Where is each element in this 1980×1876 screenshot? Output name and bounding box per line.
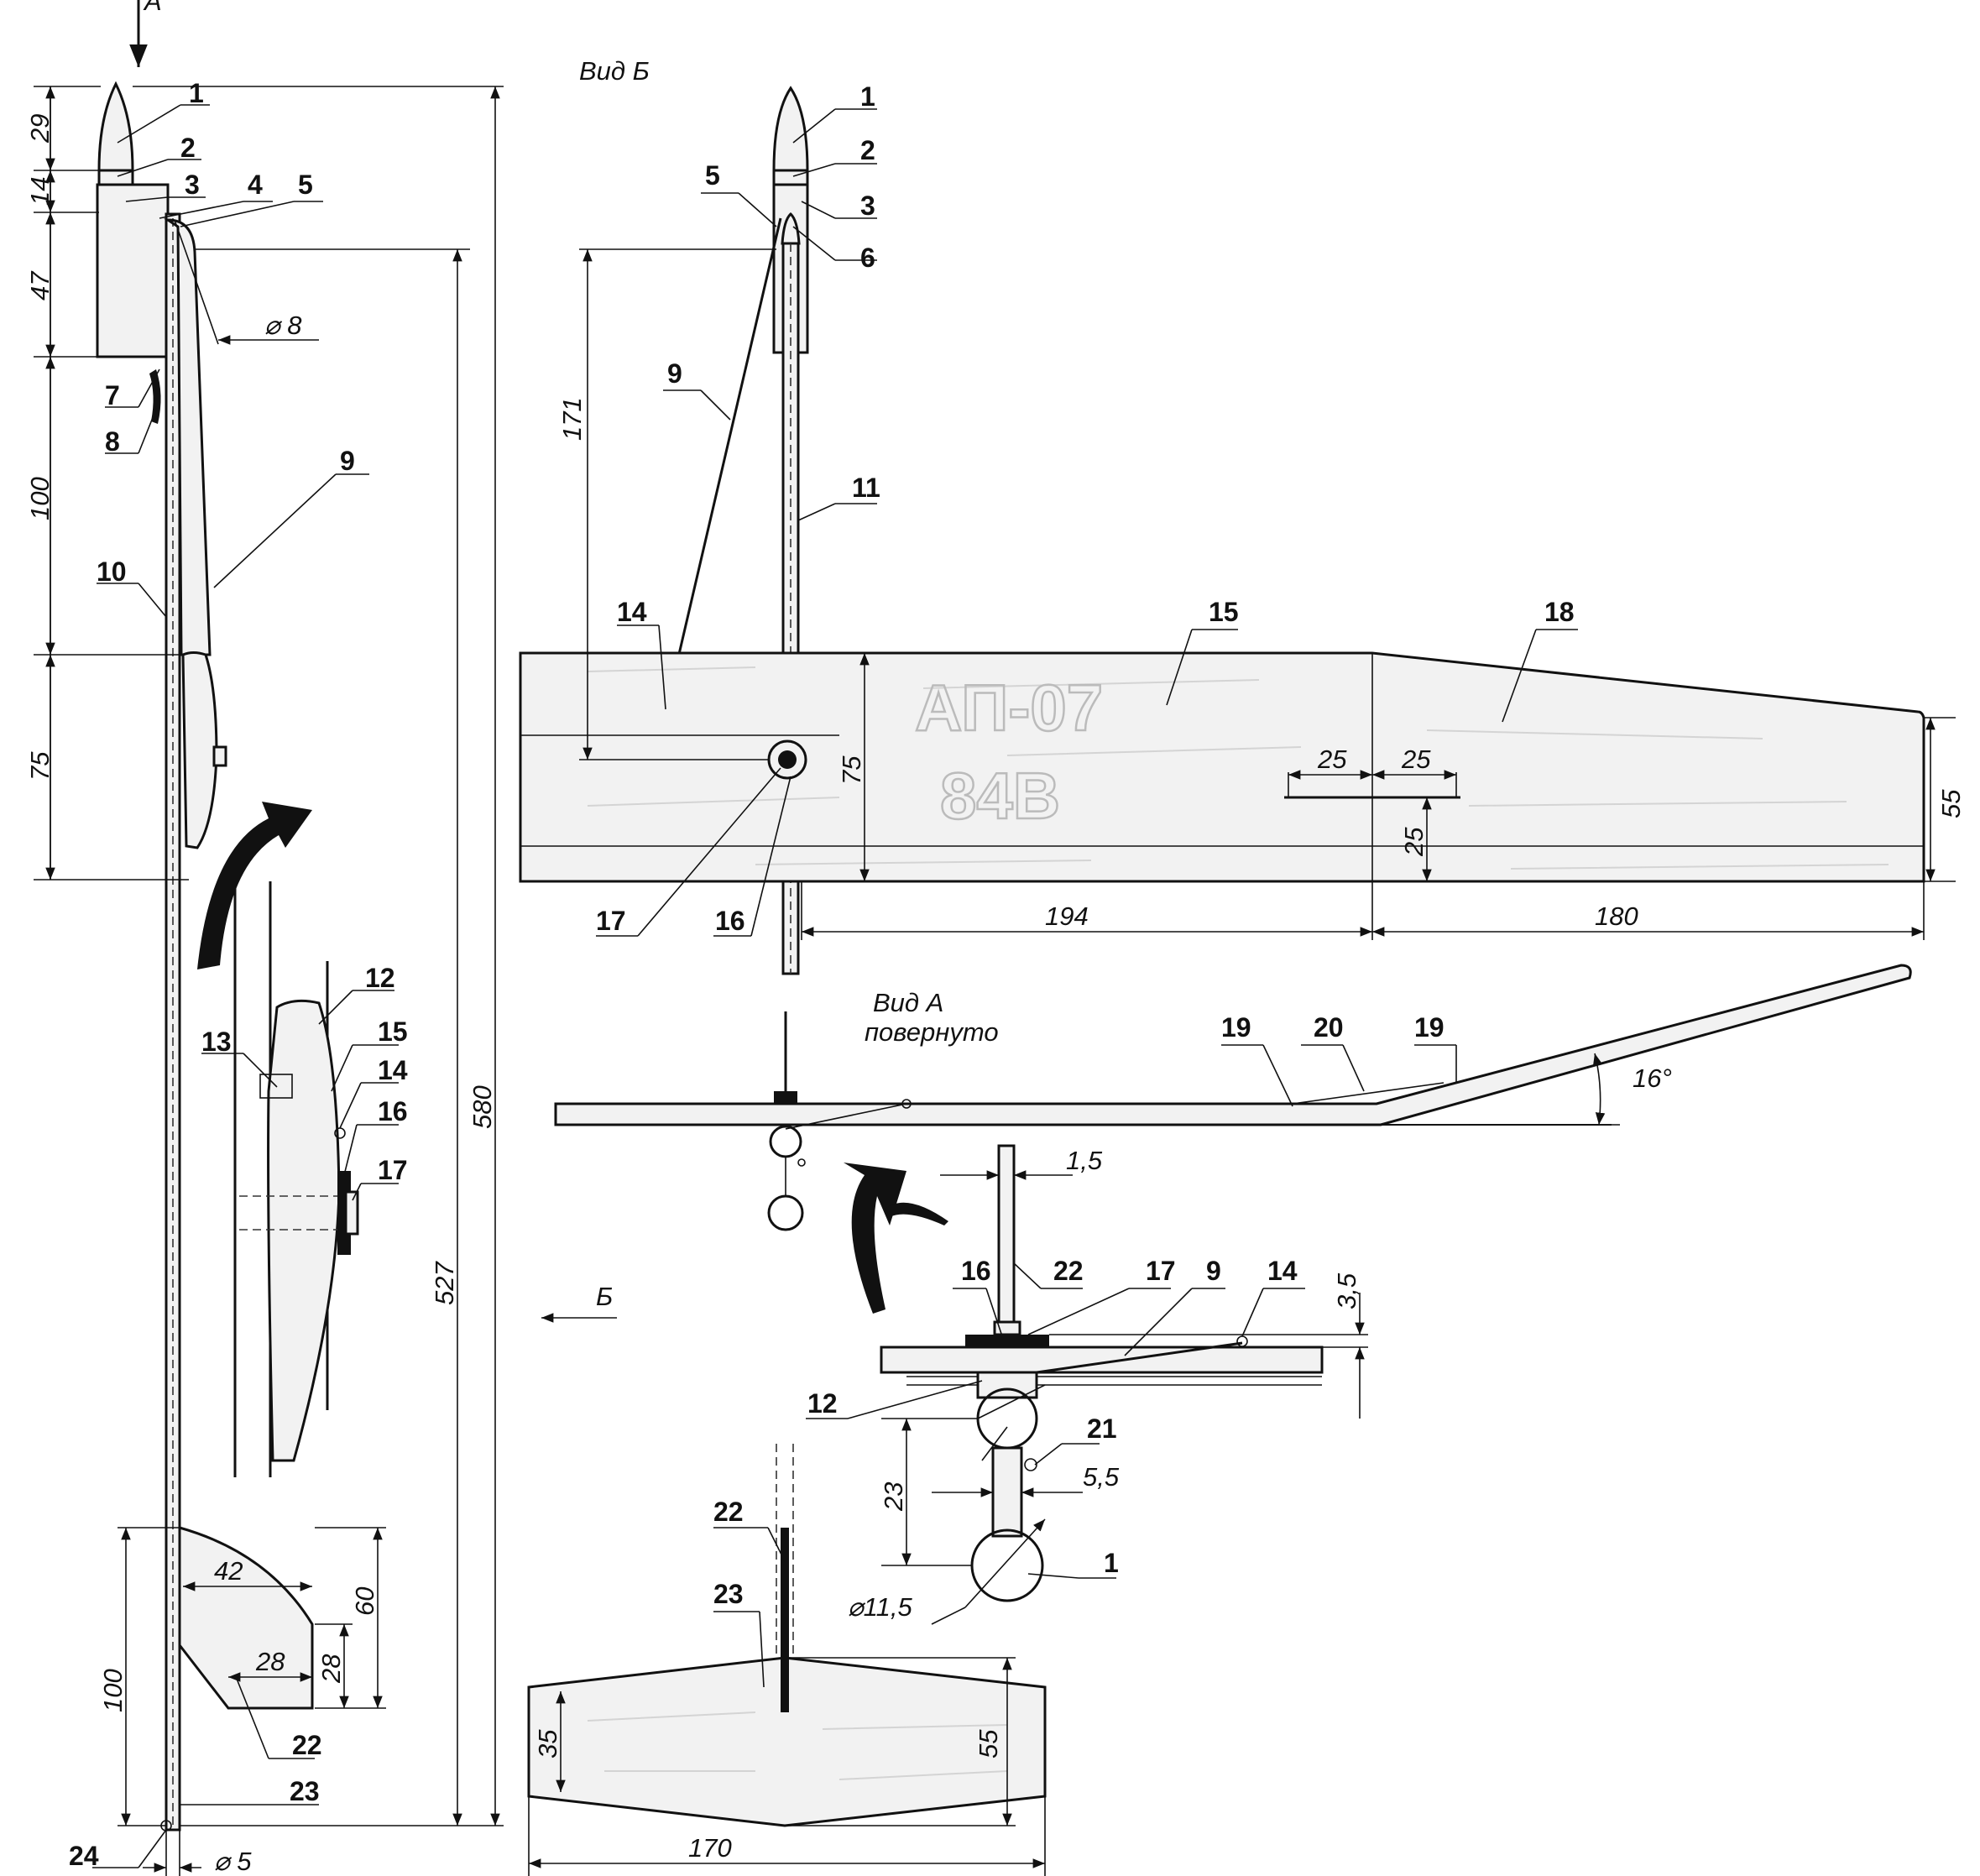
dim-fin-60: 60	[350, 1587, 379, 1616]
part-23-stab: 23	[713, 1579, 744, 1609]
view-a-rotated: Вид А повернуто	[554, 964, 1912, 1314]
part-16-top: 16	[715, 906, 745, 936]
dim-1-5: 1,5	[1066, 1146, 1103, 1175]
view-a-top-label: А	[143, 0, 162, 16]
part-23-side: 23	[290, 1776, 320, 1806]
part-19-b: 19	[1414, 1012, 1445, 1043]
dim-fin-42: 42	[214, 1556, 243, 1586]
part-1-pivot: 1	[1104, 1548, 1119, 1578]
part-17-side: 17	[378, 1155, 408, 1185]
part-5-top: 5	[705, 160, 720, 191]
view-b: Вид Б АП-07 84В	[519, 56, 1956, 975]
wing-top	[519, 651, 1925, 883]
dim-5-5: 5,5	[1083, 1462, 1120, 1492]
part-17-top: 17	[596, 906, 626, 936]
part-24-side: 24	[69, 1841, 99, 1871]
dim-dia-8: ⌀ 8	[264, 311, 302, 340]
dim-3-5: 3,5	[1332, 1272, 1361, 1309]
dim-fin-28-h: 28	[255, 1647, 285, 1676]
dim-580: 580	[468, 1085, 497, 1129]
boom	[165, 212, 181, 1832]
part-7-side: 7	[105, 380, 120, 410]
dim-194: 194	[1045, 901, 1089, 931]
view-a-caption-2: повернуто	[865, 1017, 999, 1047]
dim-29: 29	[25, 114, 55, 144]
part-16-side: 16	[378, 1096, 408, 1126]
part-11-top: 11	[852, 473, 880, 503]
pod-body	[96, 183, 170, 358]
part-4-side: 4	[248, 170, 263, 200]
dim-angle-16: 16°	[1633, 1063, 1672, 1093]
arrow-b-label: Б	[596, 1282, 613, 1311]
dim-100-bottom: 100	[98, 1669, 128, 1712]
nose-top	[772, 86, 809, 172]
dim-25-a: 25	[1317, 745, 1347, 774]
wing-marking-number: 84В	[940, 759, 1060, 833]
part-13-side: 13	[201, 1027, 232, 1057]
part-12-side: 12	[365, 963, 395, 993]
part-3-side: 3	[185, 170, 200, 200]
part-17-pivot: 17	[1146, 1256, 1176, 1286]
part-5-side: 5	[298, 170, 313, 200]
dim-47: 47	[25, 270, 55, 300]
dim-170: 170	[688, 1833, 732, 1863]
detail-wing-section	[267, 999, 341, 1462]
nose-cone	[97, 81, 134, 172]
part-18-top: 18	[1544, 597, 1575, 627]
dim-dia-5: ⌀ 5	[214, 1847, 252, 1876]
dim-23: 23	[879, 1482, 908, 1512]
dim-180: 180	[1595, 901, 1638, 931]
part-10-side: 10	[97, 557, 127, 587]
wing-marking-model: АП-07	[915, 671, 1103, 745]
dim-171: 171	[557, 397, 587, 441]
view-b-caption: Вид Б	[579, 56, 650, 86]
part-15-top: 15	[1209, 597, 1239, 627]
part-22-side: 22	[292, 1730, 322, 1760]
part-15-side: 15	[378, 1016, 408, 1047]
part-14-pivot: 14	[1267, 1256, 1298, 1286]
fin-side	[178, 1526, 314, 1710]
part-22-stab: 22	[713, 1497, 744, 1527]
dim-fin-28-v: 28	[316, 1654, 346, 1684]
stabilizer-top	[527, 1444, 1047, 1876]
part-3-top: 3	[860, 191, 875, 221]
part-21-pivot: 21	[1087, 1414, 1117, 1444]
dim-55-wing: 55	[1936, 789, 1966, 818]
side-view: А	[34, 0, 504, 1876]
dim-527: 527	[430, 1261, 459, 1305]
pivot-detail	[806, 1144, 1368, 1625]
dim-dia-11-5: ⌀11,5	[848, 1592, 912, 1622]
dim-75-side: 75	[25, 751, 55, 781]
part-2-side: 2	[180, 133, 196, 163]
dim-55-stab: 55	[974, 1729, 1003, 1758]
part-20-a: 20	[1314, 1012, 1344, 1043]
dim-25-b: 25	[1401, 745, 1431, 774]
part-9-side: 9	[340, 446, 355, 476]
dim-75-top: 75	[837, 755, 866, 785]
part-14-side: 14	[378, 1055, 408, 1085]
part-22-pivot: 22	[1053, 1256, 1084, 1286]
dim-25-c: 25	[1399, 827, 1429, 857]
part-6-top: 6	[860, 243, 875, 273]
part-16-pivot: 16	[961, 1256, 991, 1286]
part-9-top: 9	[667, 358, 682, 389]
part-1-top: 1	[860, 81, 875, 112]
part-1-side: 1	[189, 78, 204, 108]
part-9-pivot: 9	[1206, 1256, 1221, 1286]
wing-front	[554, 964, 1912, 1126]
part-12-pivot: 12	[807, 1388, 838, 1419]
part-19-a: 19	[1221, 1012, 1251, 1043]
wing-side-profile	[181, 651, 218, 849]
part-8-side: 8	[105, 426, 120, 457]
view-a-caption-1: Вид А	[873, 988, 943, 1017]
dim-14: 14	[25, 177, 55, 206]
dim-35-stab: 35	[533, 1729, 562, 1758]
part-14-top: 14	[617, 597, 647, 627]
dim-100-top: 100	[25, 477, 55, 520]
part-2-top: 2	[860, 135, 875, 165]
